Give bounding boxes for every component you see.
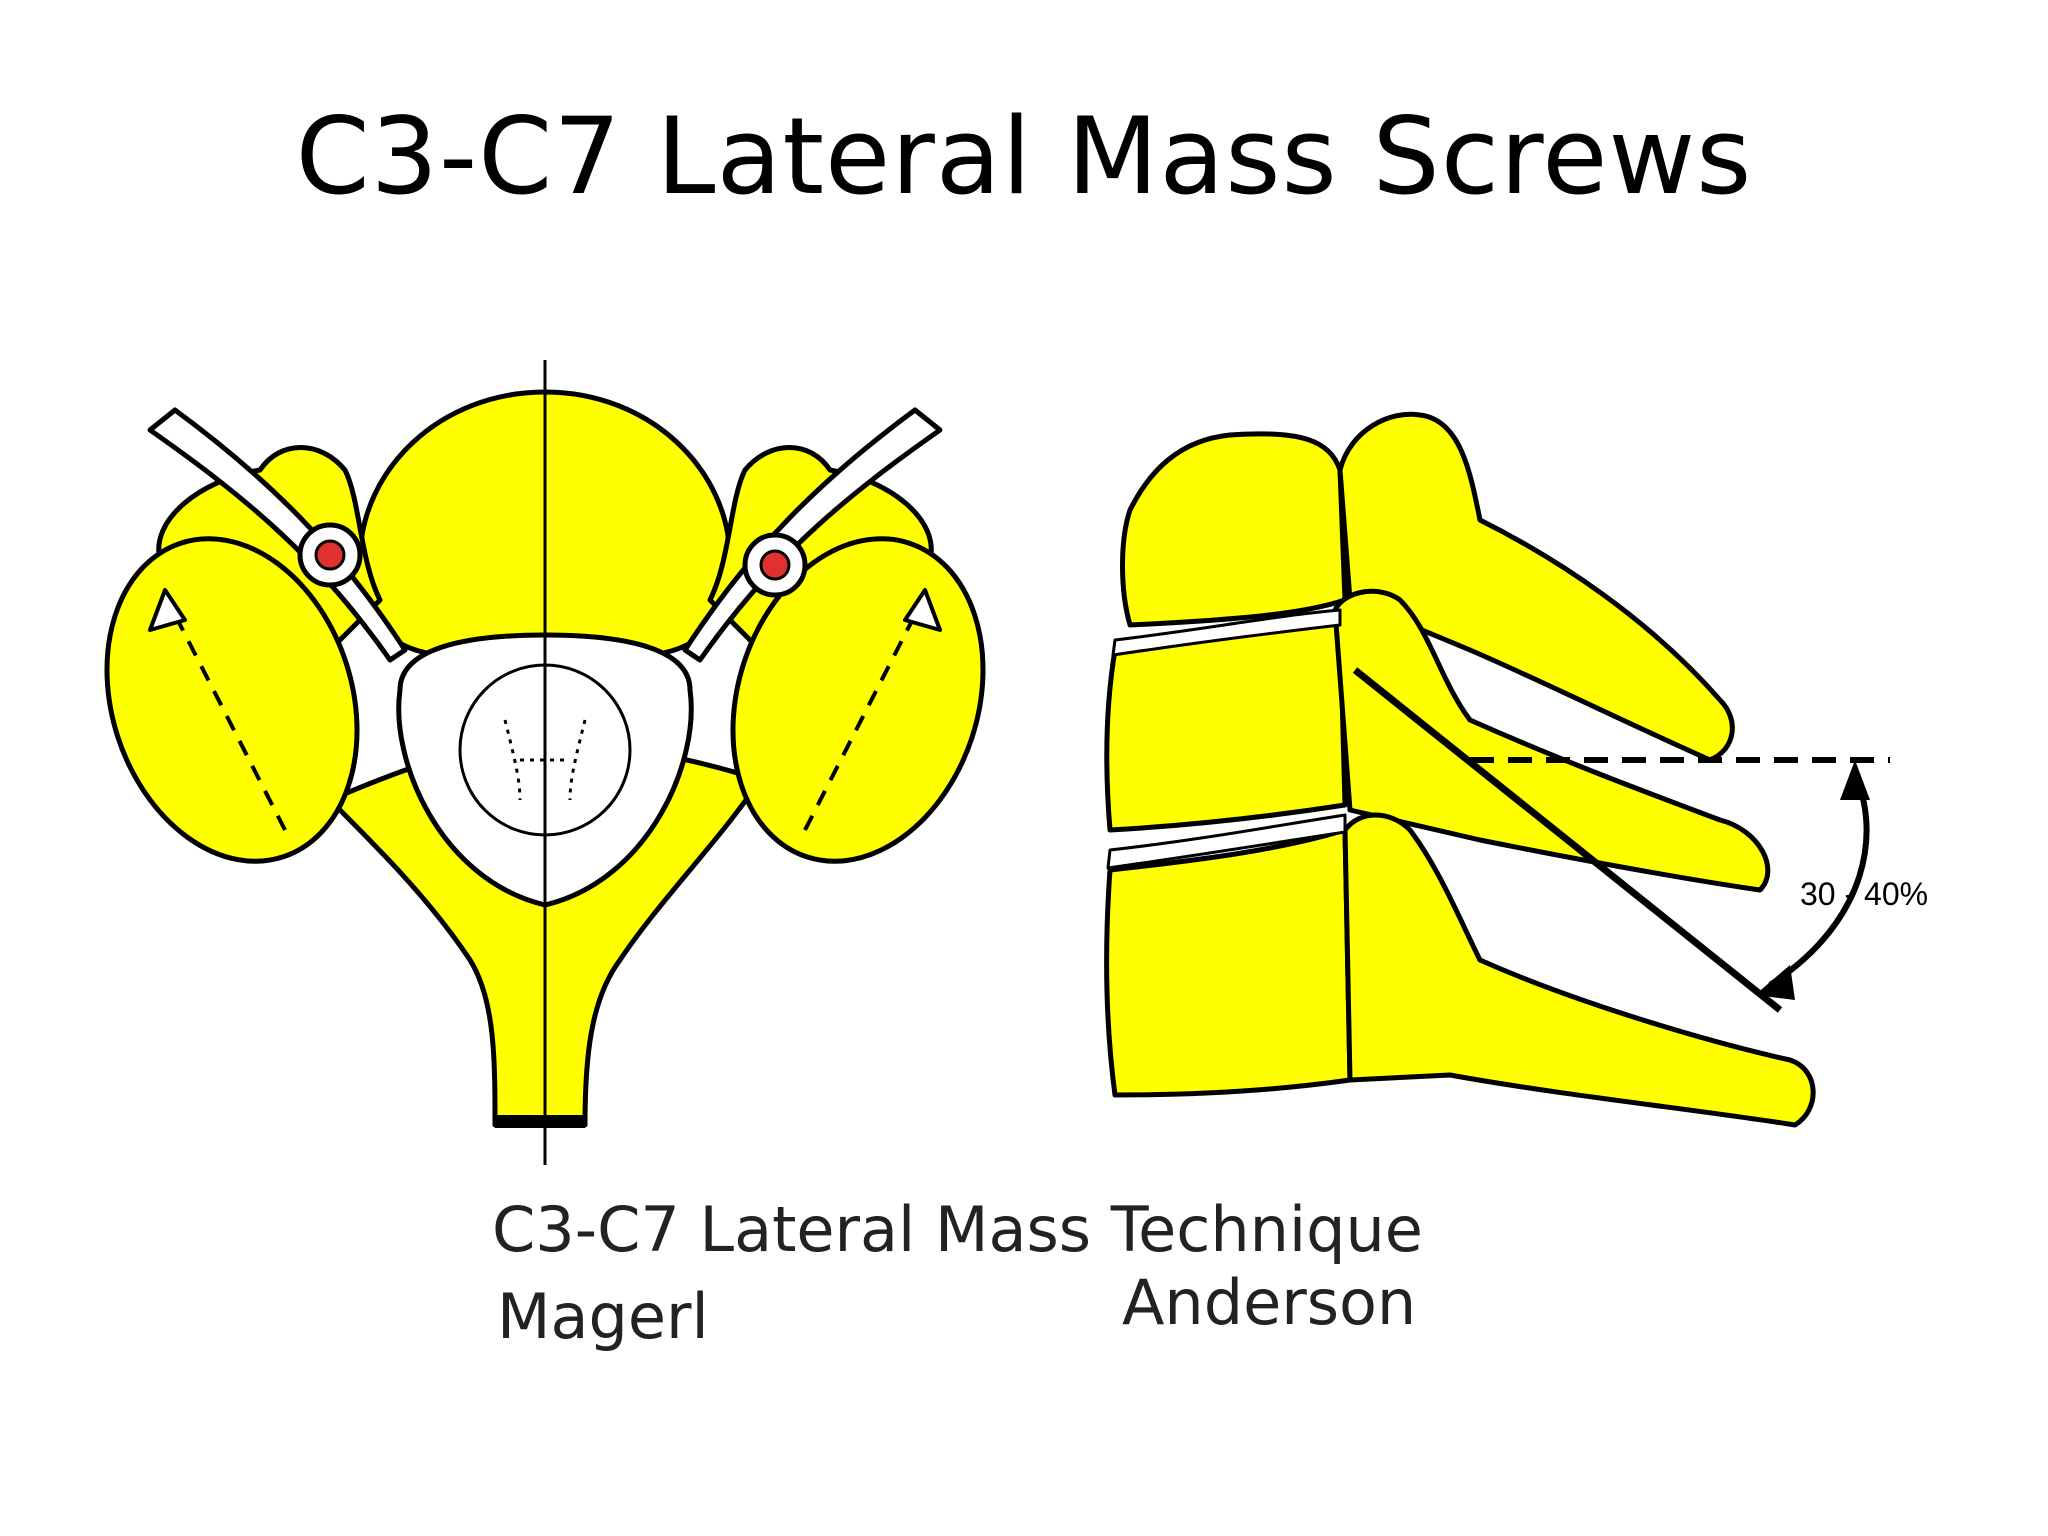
left-screw-trajectory <box>168 604 287 831</box>
right-screw-trajectory <box>803 604 922 831</box>
upper-disc <box>1111 608 1342 657</box>
lower-disc <box>1106 813 1347 870</box>
lower-vertebral-body <box>1104 827 1353 1098</box>
caption-anderson: Anderson <box>1122 1266 1417 1339</box>
upper-vertebral-body <box>1120 431 1348 628</box>
lateral-spine-diagram <box>1104 411 1890 1128</box>
right-vertebral-artery <box>759 549 791 581</box>
angle-arrowhead-top <box>1840 760 1870 800</box>
spinous-tip <box>495 1115 585 1128</box>
caption-technique: C3-C7 Lateral Mass Technique <box>492 1193 1423 1266</box>
lower-lateral-mass <box>1342 812 1816 1128</box>
caption-magerl: Magerl <box>497 1280 709 1353</box>
right-trajectory-arrowhead <box>903 588 942 632</box>
angle-arrowhead-bottom <box>1755 965 1795 1000</box>
right-nerve-root <box>682 407 943 663</box>
left-vertebral-artery <box>314 539 346 571</box>
cord-gray-matter <box>503 719 587 801</box>
middle-lateral-mass <box>1332 588 1771 893</box>
slide-title: C3-C7 Lateral Mass Screws <box>295 95 1753 218</box>
axial-vertebra-diagram <box>104 360 986 1165</box>
anderson-screw-trajectory <box>1352 667 1783 1013</box>
upper-lateral-mass <box>1337 411 1735 763</box>
angle-label: 30 - 40% <box>1800 876 1928 912</box>
left-nerve-root <box>147 407 408 663</box>
left-trajectory-arrowhead <box>148 588 187 632</box>
